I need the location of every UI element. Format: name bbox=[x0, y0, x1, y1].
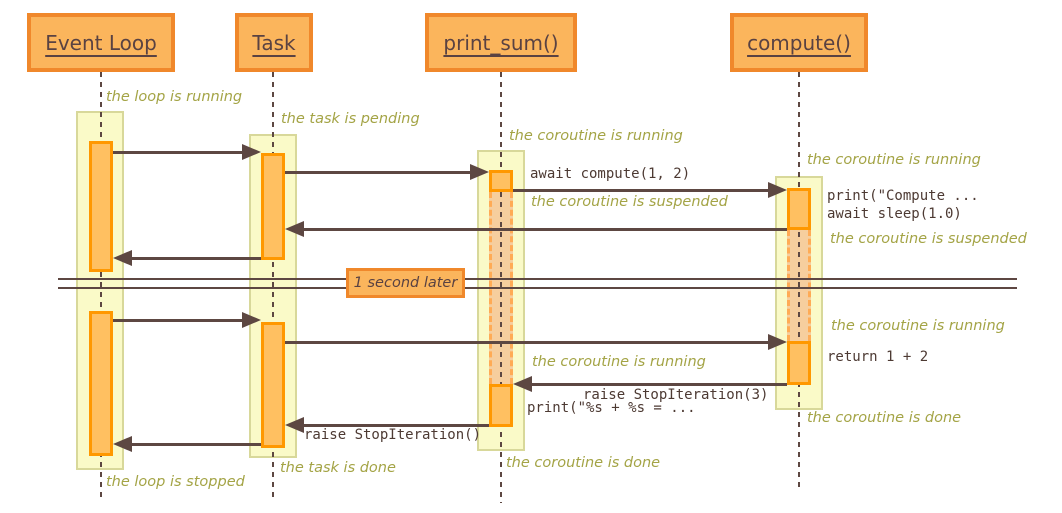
message-arrow-head bbox=[242, 144, 261, 160]
message-arrow-line bbox=[128, 443, 261, 446]
message-arrow-line bbox=[513, 189, 772, 192]
message-arrow-line bbox=[113, 319, 246, 322]
message-code-label: await compute(1, 2) bbox=[530, 166, 691, 182]
activation-bar bbox=[89, 311, 113, 456]
message-arrow-line bbox=[528, 383, 787, 386]
message-code-label: raise StopIteration(3) bbox=[583, 387, 769, 403]
state-note: the coroutine is running bbox=[831, 318, 1005, 334]
message-arrow-head bbox=[285, 417, 304, 433]
participant-label-task: Task bbox=[252, 30, 296, 55]
message-arrow-head bbox=[285, 221, 304, 237]
lifeline bbox=[100, 72, 102, 497]
message-arrow-line bbox=[285, 341, 772, 344]
state-note: the loop is stopped bbox=[106, 474, 245, 490]
activation-bar bbox=[489, 384, 513, 427]
participant-label-print-sum: print_sum() bbox=[443, 30, 559, 55]
participant-header-event-loop: Event Loop bbox=[27, 13, 175, 72]
message-arrow-line bbox=[300, 424, 489, 427]
message-arrow-line bbox=[285, 171, 474, 174]
participant-label-compute: compute() bbox=[747, 30, 851, 55]
message-code-label: print("%s + %s = ... bbox=[527, 400, 696, 416]
participant-header-print-sum: print_sum() bbox=[425, 13, 577, 72]
message-arrow-head bbox=[113, 436, 132, 452]
state-note: the coroutine is running bbox=[509, 128, 683, 144]
state-note: the loop is running bbox=[106, 89, 243, 105]
state-note: the coroutine is running bbox=[807, 152, 981, 168]
message-code-label: print("Compute ... bbox=[827, 188, 979, 204]
state-note: the coroutine is running bbox=[532, 354, 706, 370]
lifeline bbox=[798, 72, 800, 492]
activation-bar bbox=[787, 341, 811, 385]
participant-label-event-loop: Event Loop bbox=[45, 30, 157, 55]
time-divider-line bbox=[58, 287, 1017, 289]
message-code-label: return 1 + 2 bbox=[827, 349, 929, 365]
message-arrow-head bbox=[768, 182, 787, 198]
message-arrow-head bbox=[470, 164, 489, 180]
activation-bar bbox=[89, 141, 113, 272]
time-divider-label: 1 second later bbox=[346, 268, 465, 298]
message-arrow-line bbox=[128, 257, 261, 260]
lifeline bbox=[272, 72, 274, 497]
message-code-label: raise StopIteration() bbox=[304, 427, 482, 443]
message-arrow-head bbox=[768, 334, 787, 350]
message-arrow-head bbox=[513, 376, 532, 392]
activation-bar bbox=[261, 153, 285, 260]
message-arrow-line bbox=[300, 228, 787, 231]
activation-bar bbox=[787, 188, 811, 230]
time-divider-line bbox=[58, 278, 1017, 280]
participant-header-task: Task bbox=[235, 13, 313, 72]
state-note: the coroutine is suspended bbox=[531, 194, 728, 210]
participant-header-compute: compute() bbox=[730, 13, 868, 72]
message-code-label: await sleep(1.0) bbox=[827, 206, 962, 222]
state-note: the coroutine is done bbox=[807, 410, 962, 426]
message-arrow-head bbox=[113, 250, 132, 266]
activation-bar bbox=[261, 322, 285, 448]
state-note: the coroutine is done bbox=[506, 455, 661, 471]
activation-bar bbox=[489, 170, 513, 192]
state-note: the coroutine is suspended bbox=[830, 231, 1027, 247]
state-note: the task is pending bbox=[281, 111, 420, 127]
message-arrow-line bbox=[113, 151, 246, 154]
state-note: the task is done bbox=[280, 460, 396, 476]
message-arrow-head bbox=[242, 312, 261, 328]
